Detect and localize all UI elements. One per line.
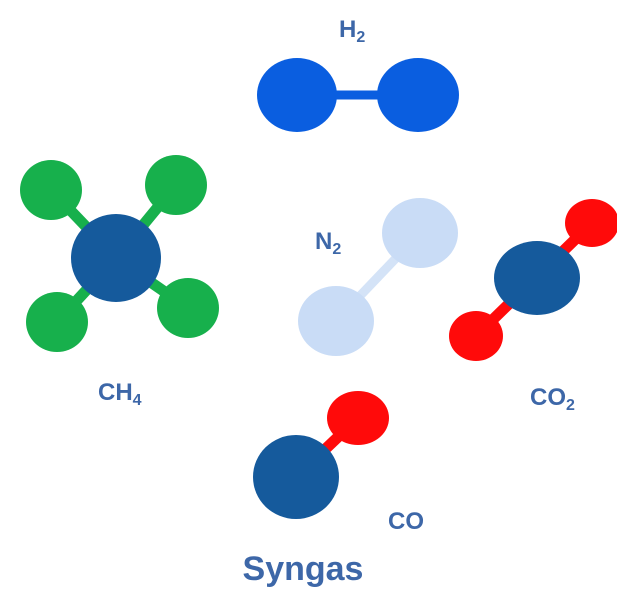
n2-atom-top xyxy=(382,198,458,268)
ch4-molecule xyxy=(20,155,219,352)
ch4-carbon-atom xyxy=(71,214,161,302)
ch4-hydrogen-atom xyxy=(157,278,219,338)
co2-oxygen-atom-bottom xyxy=(449,311,503,361)
h2-molecule xyxy=(257,58,459,132)
page-title: Syngas xyxy=(243,550,364,588)
h2-atom-right xyxy=(377,58,459,132)
co2-oxygen-atom-top xyxy=(565,199,617,247)
n2-atom-bottom xyxy=(298,286,374,356)
ch4-hydrogen-atom xyxy=(20,160,82,220)
co-carbon-atom xyxy=(253,435,339,519)
co-label: CO xyxy=(388,508,424,535)
ch4-hydrogen-atom xyxy=(145,155,207,215)
h2-label: H2 xyxy=(339,16,365,46)
n2-label: N2 xyxy=(315,228,341,258)
co2-carbon-atom xyxy=(494,241,580,315)
ch4-label: CH4 xyxy=(98,379,142,409)
ch4-hydrogen-atom xyxy=(26,292,88,352)
n2-molecule xyxy=(298,198,458,356)
co-oxygen-atom xyxy=(327,391,389,445)
co2-label: CO2 xyxy=(530,384,575,414)
co2-molecule xyxy=(449,199,617,361)
co-molecule xyxy=(253,391,389,519)
h2-atom-left xyxy=(257,58,337,132)
